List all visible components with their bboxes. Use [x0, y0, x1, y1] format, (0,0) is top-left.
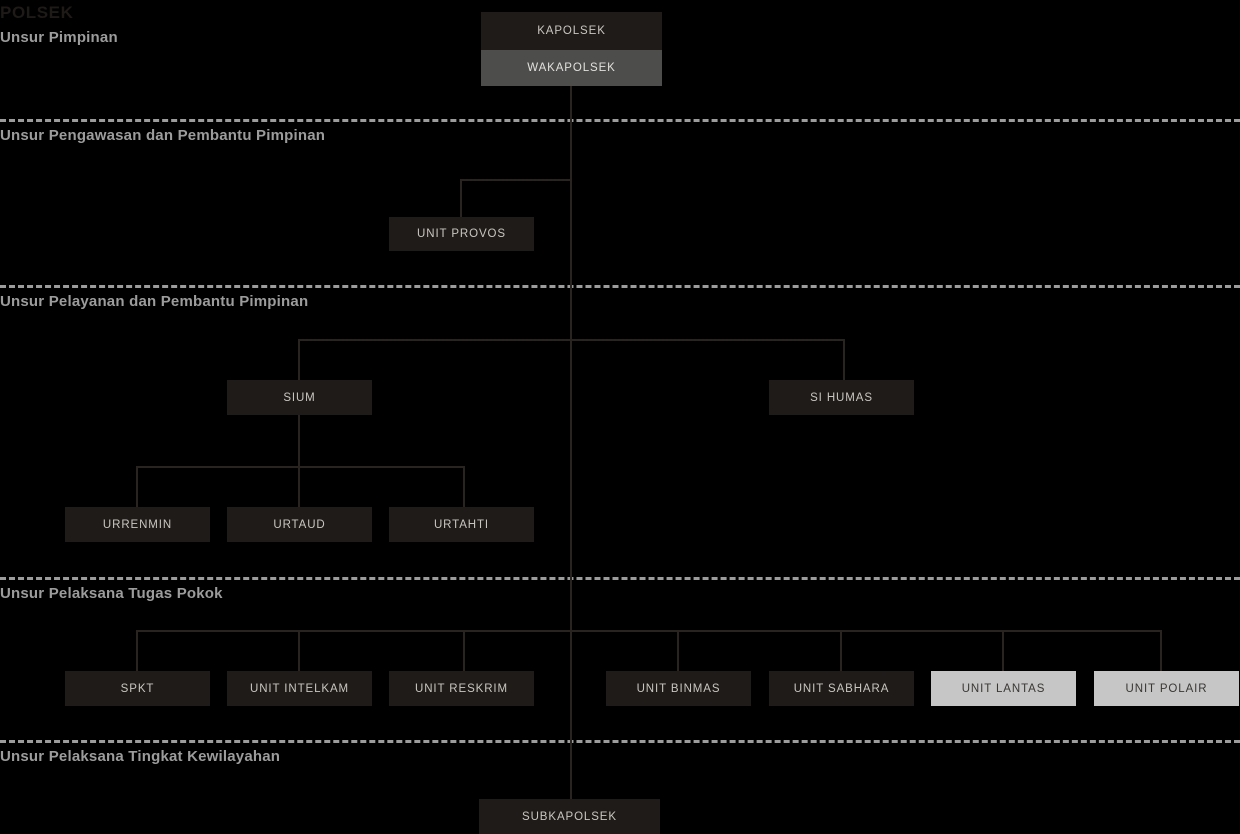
node-urtahti[interactable]: URTAHTI — [389, 507, 534, 542]
section-label-pelaksana-tugas: Unsur Pelaksana Tugas Pokok — [0, 585, 223, 602]
section-label-pimpinan: Unsur Pimpinan — [0, 29, 118, 46]
connector-urtahti-vertical — [463, 466, 465, 508]
node-sium[interactable]: SIUM — [227, 380, 372, 415]
node-si-humas[interactable]: SI HUMAS — [769, 380, 914, 415]
connector-provos-horizontal — [460, 179, 572, 181]
node-urrenmin[interactable]: URRENMIN — [65, 507, 210, 542]
connector-urtaud-vertical — [298, 466, 300, 508]
connector-sium-vertical — [298, 339, 300, 381]
node-unit-polair[interactable]: UNIT POLAIR — [1094, 671, 1239, 706]
section-label-kewilayahan: Unsur Pelaksana Tingkat Kewilayahan — [0, 748, 281, 765]
node-spkt[interactable]: SPKT — [65, 671, 210, 706]
node-unit-sabhara[interactable]: UNIT SABHARA — [769, 671, 914, 706]
connector-sium-down — [298, 415, 300, 467]
connector-binmas-vertical — [677, 630, 679, 671]
node-unit-intelkam[interactable]: UNIT INTELKAM — [227, 671, 372, 706]
section-divider-4 — [0, 740, 1240, 743]
connector-humas-vertical — [843, 339, 845, 381]
connector-lantas-vertical — [1002, 630, 1004, 671]
connector-sium-humas-horizontal — [298, 339, 845, 341]
section-divider-2 — [0, 285, 1240, 288]
connector-spkt-vertical — [136, 630, 138, 671]
node-unit-binmas[interactable]: UNIT BINMAS — [606, 671, 751, 706]
connector-provos-vertical — [460, 179, 462, 217]
node-kapolsek[interactable]: KAPOLSEK — [481, 12, 662, 50]
page-title: POLSEK — [0, 3, 74, 22]
connector-polair-vertical — [1160, 630, 1162, 671]
node-subkapolsek[interactable]: SUBKAPOLSEK — [479, 799, 660, 834]
section-label-pengawasan: Unsur Pengawasan dan Pembantu Pimpinan — [0, 127, 326, 144]
node-wakapolsek[interactable]: WAKAPOLSEK — [481, 50, 662, 86]
section-label-pelayanan: Unsur Pelayanan dan Pembantu Pimpinan — [0, 293, 309, 310]
connector-sabhara-vertical — [840, 630, 842, 671]
connector-intelkam-vertical — [298, 630, 300, 671]
connector-pelaksana-horizontal — [136, 630, 1162, 632]
connector-reskrim-vertical — [463, 630, 465, 671]
spine-main — [570, 86, 572, 801]
node-urtaud[interactable]: URTAUD — [227, 507, 372, 542]
connector-ur-horizontal — [136, 466, 465, 468]
node-unit-provos[interactable]: UNIT PROVOS — [389, 217, 534, 251]
node-unit-reskrim[interactable]: UNIT RESKRIM — [389, 671, 534, 706]
section-divider-1 — [0, 119, 1240, 122]
section-divider-3 — [0, 577, 1240, 580]
node-unit-lantas[interactable]: UNIT LANTAS — [931, 671, 1076, 706]
connector-urrenmin-vertical — [136, 466, 138, 508]
